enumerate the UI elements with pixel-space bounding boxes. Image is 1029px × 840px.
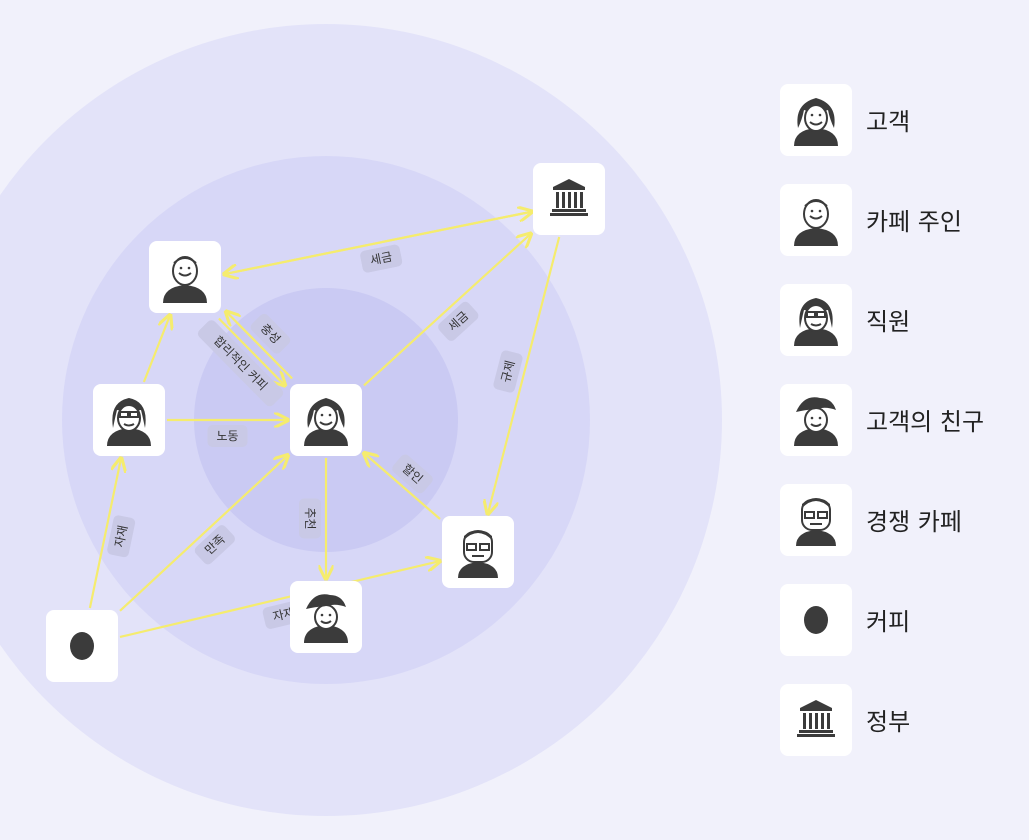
legend-label: 고객의 친구 — [866, 408, 985, 436]
legend-label: 카페 주인 — [866, 208, 962, 236]
edge-label-owner-to-gov: 세금 — [360, 244, 403, 273]
edge-coffee-to-customer — [119, 455, 288, 612]
customer-icon — [304, 398, 348, 446]
edge-coffee-to-competitor — [119, 561, 440, 639]
coffee-icon — [780, 584, 852, 656]
customer-icon — [780, 84, 852, 156]
svg-text:추천: 추천 — [303, 507, 318, 529]
node-competitor — [442, 516, 514, 588]
edge-label-customer-to-friend: 추천 — [299, 498, 321, 539]
cafe-owner-icon — [780, 184, 852, 256]
svg-text:세금: 세금 — [369, 250, 393, 268]
svg-text:자재: 자재 — [271, 605, 296, 624]
edge-owner-to-gov — [223, 212, 532, 276]
edge-customer-to-gov — [363, 234, 531, 387]
node-owner — [149, 241, 221, 313]
legend-label: 직원 — [866, 308, 911, 336]
edge-competitor-to-customer — [364, 453, 441, 520]
node-staff — [93, 384, 165, 456]
edge-staff-to-owner — [142, 315, 170, 383]
edge-label-gov-to-competitor: 규제 — [493, 350, 523, 393]
competitor-icon — [458, 530, 498, 578]
friend-icon — [304, 594, 348, 643]
legend-label: 고객 — [866, 108, 911, 136]
svg-text:규제: 규제 — [498, 359, 517, 384]
legend-label: 정부 — [866, 708, 911, 736]
competitor-icon — [780, 484, 852, 556]
svg-text:자재: 자재 — [112, 524, 130, 548]
government-icon — [550, 179, 588, 216]
edge-gov-to-competitor — [488, 236, 561, 514]
legend-label: 경쟁 카페 — [866, 508, 962, 536]
edge-coffee-to-staff — [88, 458, 121, 609]
coffee-icon — [70, 632, 94, 660]
node-coffee — [46, 610, 118, 682]
edge-label-coffee-to-staff: 자재 — [107, 515, 136, 558]
node-gov — [533, 163, 605, 235]
staff-icon — [107, 398, 151, 446]
svg-text:노동: 노동 — [216, 429, 238, 443]
legend-label: 커피 — [866, 608, 911, 636]
node-customer — [290, 384, 362, 456]
edge-owner-to-customer — [218, 317, 285, 386]
cafe-owner-icon — [163, 256, 207, 303]
government-icon — [780, 684, 852, 756]
edge-label-staff-to-customer: 노동 — [207, 425, 248, 447]
friend-icon — [780, 384, 852, 456]
node-friend — [290, 581, 362, 653]
staff-icon — [780, 284, 852, 356]
edge-customer-to-owner — [226, 311, 293, 380]
